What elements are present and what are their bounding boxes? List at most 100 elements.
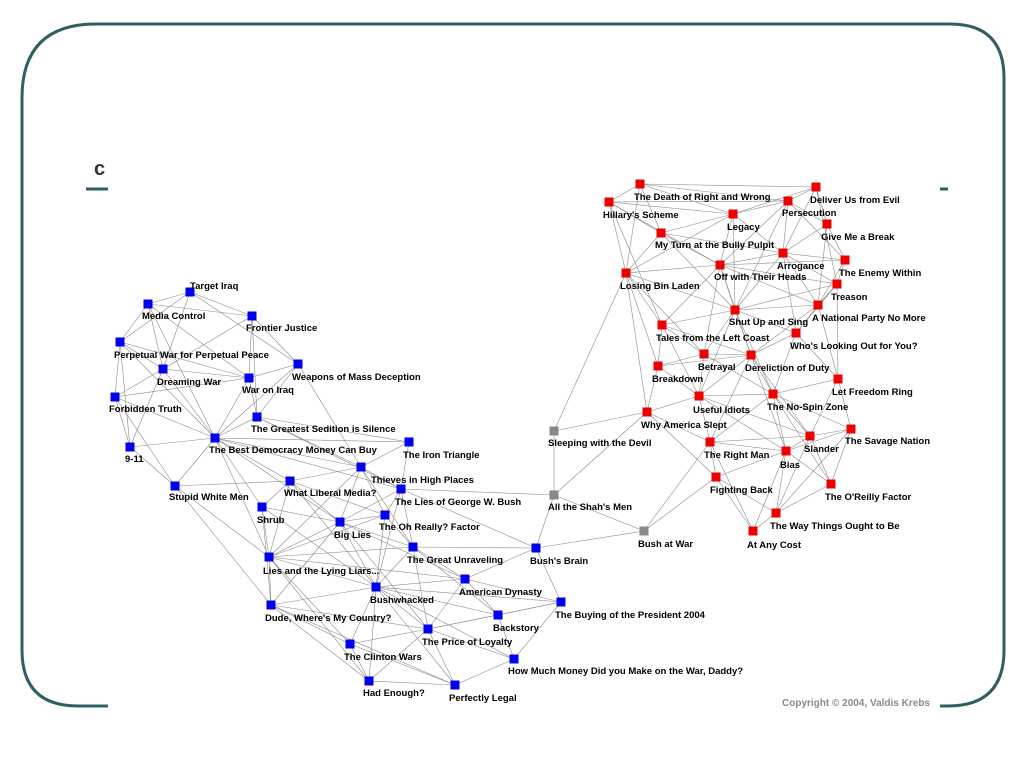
edge-useful-idiots-why-america-slept — [646, 395, 700, 413]
edge-death-of-right-and-wrong-persecution — [639, 183, 789, 202]
node-marker — [371, 582, 381, 592]
edge-off-with-their-heads-national-party-no-more — [719, 264, 819, 306]
node-label: The Clinton Wars — [344, 652, 422, 663]
edge-american-dynasty-bushwhacked — [375, 578, 466, 588]
frame-border — [20, 22, 950, 708]
edge-iron-triangle-thieves — [360, 441, 410, 468]
node-bushs-brain: Bush's Brain — [530, 543, 588, 567]
edge-shrub-big-lies — [261, 506, 341, 523]
node-label: The Best Democracy Money Can Buy — [209, 445, 378, 456]
edge-whos-looking-out-no-spin-zone — [772, 332, 797, 395]
edge-great-unraveling-lies-and-lying-liars — [268, 546, 414, 558]
edge-why-america-slept-right-man — [646, 411, 711, 443]
node-label: Big Lies — [334, 530, 371, 541]
node-label: The Way Things Ought to Be — [770, 521, 899, 532]
node-label: Bush at War — [638, 539, 693, 550]
node-clinton-wars: The Clinton Wars — [344, 639, 422, 663]
node-label: Losing Bin Laden — [620, 281, 700, 292]
edge-big-lies-great-unraveling — [339, 521, 414, 548]
node-marker — [832, 279, 842, 289]
edge-dreaming-war-nine-eleven — [129, 368, 164, 448]
node-marker — [805, 431, 815, 441]
node-label: A National Party No More — [812, 313, 926, 324]
edge-perpetual-war-forbidden-truth — [114, 341, 121, 398]
node-marker — [257, 502, 267, 512]
node-right-man: The Right Man — [704, 437, 770, 461]
edge-big-lies-lies-and-lying-liars — [268, 521, 341, 558]
edge-best-democracy-iron-triangle — [214, 437, 410, 443]
slide-title-fragment: c — [94, 158, 106, 180]
node-tales-left-coast: Tales from the Left Coast — [656, 320, 770, 344]
node-marker — [110, 392, 120, 402]
edge-media-control-perpetual-war — [119, 303, 149, 343]
node-label: Stupid White Men — [169, 492, 249, 503]
node-marker — [293, 359, 303, 369]
node-sleeping-with-devil: Sleeping with the Devil — [548, 426, 651, 449]
node-label: Frontier Justice — [246, 323, 317, 334]
edge-tales-left-coast-useful-idiots — [661, 324, 700, 397]
edge-betrayal-no-spin-zone — [703, 353, 774, 395]
edge-legacy-arrogance — [732, 213, 784, 254]
frame-border-right — [940, 22, 1006, 708]
node-label: Breakdown — [652, 374, 703, 385]
edge-bushwhacked-perfectly-legal — [375, 586, 456, 686]
edge-nine-eleven-stupid-white-men — [129, 446, 176, 487]
edge-savage-nation-bias — [785, 428, 852, 452]
edge-bushwhacked-had-enough — [368, 586, 377, 682]
node-marker — [115, 337, 125, 347]
edge-losing-bin-laden-shut-up-and-sing — [625, 272, 736, 311]
edge-persecution-give-me-a-break — [787, 200, 828, 225]
edge-bias-oreilly-factor — [785, 450, 832, 485]
edge-thieves-what-liberal-media — [289, 466, 362, 482]
copyright-notice: Copyright © 2004, Valdis Krebs — [782, 698, 930, 709]
edge-price-of-loyalty-had-enough — [368, 628, 429, 682]
node-no-spin-zone: The No-Spin Zone — [767, 389, 848, 413]
node-dude-wheres-my-country: Dude, Where's My Country? — [265, 600, 391, 624]
node-marker — [493, 610, 503, 620]
node-way-things-ought-to-be: The Way Things Ought to Be — [770, 508, 899, 532]
node-marker — [604, 197, 614, 207]
edge-my-turn-bully-pulpit-losing-bin-laden — [625, 232, 662, 274]
node-marker — [840, 255, 850, 265]
node-what-liberal-media: What Liberal Media? — [284, 476, 377, 499]
node-marker — [642, 407, 652, 417]
node-marker — [125, 442, 135, 452]
edge-bushwhacked-dude-wheres-my-country — [270, 586, 377, 606]
edge-hillarys-scheme-tales-left-coast — [608, 201, 663, 326]
edge-dude-wheres-my-country-price-of-loyalty — [270, 604, 429, 630]
node-marker — [266, 600, 276, 610]
edge-war-on-iraq-best-democracy — [214, 377, 250, 439]
edge-no-spin-zone-slander — [772, 393, 811, 437]
edge-arrogance-off-with-their-heads — [719, 252, 784, 266]
node-treason: Treason — [831, 279, 868, 303]
node-label: Tales from the Left Coast — [656, 333, 770, 344]
edge-arrogance-enemy-within — [782, 252, 846, 261]
edge-useful-idiots-bias — [698, 395, 787, 452]
edge-useful-idiots-right-man — [698, 395, 711, 443]
edge-losing-bin-laden-why-america-slept — [625, 272, 648, 413]
node-marker — [657, 320, 667, 330]
edge-target-iraq-weapons-of-mass-deception — [189, 291, 299, 365]
edge-fighting-back-at-any-cost — [715, 476, 754, 532]
node-label: The Buying of the President 2004 — [555, 610, 706, 621]
node-backstory: Backstory — [493, 610, 540, 634]
edge-backstory-how-much-money — [497, 614, 515, 660]
edge-perpetual-war-dreaming-war — [119, 341, 164, 370]
node-legacy: Legacy — [727, 209, 760, 233]
node-marker — [285, 476, 295, 486]
edge-dereliction-of-duty-slander — [750, 354, 811, 437]
node-marker — [771, 508, 781, 518]
edge-had-enough-perfectly-legal — [368, 680, 456, 686]
edge-national-party-no-more-dereliction-of-duty — [750, 304, 819, 356]
node-label: Off with Their Heads — [714, 272, 806, 283]
node-marker — [635, 179, 645, 189]
edge-give-me-a-break-enemy-within — [826, 223, 846, 261]
node-let-freedom-ring: Let Freedom Ring — [832, 374, 913, 398]
node-price-of-loyalty: The Price of Loyalty — [422, 624, 513, 648]
edge-tales-left-coast-betrayal — [661, 324, 705, 355]
node-label: Had Enough? — [363, 688, 425, 699]
node-perfectly-legal: Perfectly Legal — [449, 680, 517, 704]
node-marker — [748, 526, 758, 536]
